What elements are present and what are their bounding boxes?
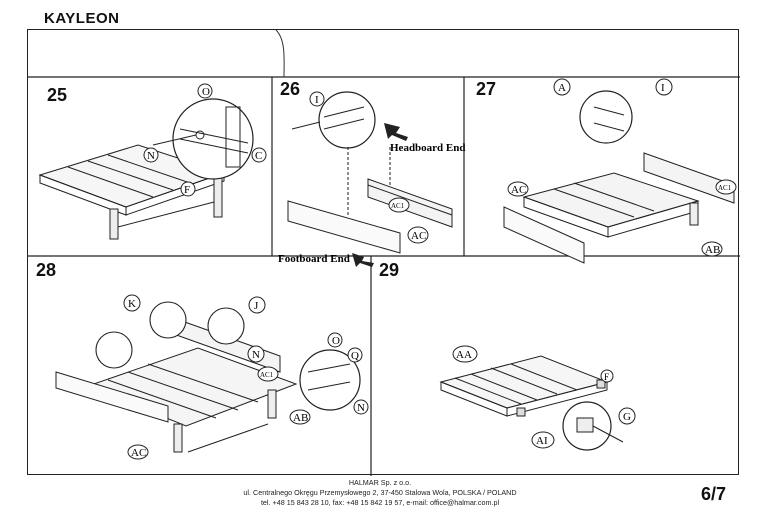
callout-N: N <box>252 349 260 361</box>
step-27-illustration: A I AC AC1 AB <box>503 78 737 264</box>
company-footer: HALMAR Sp. z o.o. ul. Centralnego Okręgu… <box>200 478 560 508</box>
callout-F: F <box>604 372 609 382</box>
callout-G: G <box>623 411 631 423</box>
page-number: 6/7 <box>700 484 726 504</box>
callout-K: K <box>128 298 136 310</box>
callout-AC1: AC1 <box>260 371 274 379</box>
callout-I: I <box>315 94 319 106</box>
callout-O: O <box>332 335 340 347</box>
callout-AA: AA <box>456 349 472 361</box>
callout-I: I <box>661 82 665 94</box>
callout-AB: AB <box>293 412 308 424</box>
instruction-frame: 25 <box>27 29 740 476</box>
callout-AC1: AC1 <box>391 202 405 210</box>
step-number: 28 <box>36 260 57 280</box>
callout-A: A <box>558 82 566 94</box>
step-26-illustration: Headboard End Footboard End I AC1 AC <box>278 91 466 267</box>
callout-Q: Q <box>351 350 359 362</box>
callout-AC: AC <box>131 447 146 459</box>
step-number: 26 <box>280 79 301 99</box>
step-number: 29 <box>379 260 400 280</box>
callout-O: O <box>202 86 210 98</box>
callout-AB: AB <box>705 244 720 256</box>
company-name: HALMAR Sp. z o.o. <box>348 478 412 487</box>
step-26-panel: 26 Headboard End Footboard End I <box>272 77 466 267</box>
callout-AC1: AC1 <box>718 184 732 192</box>
company-address: ul. Centralnego Okręgu Przemysłowego 2, … <box>243 488 517 497</box>
callout-AC: AC <box>411 230 426 242</box>
callout-N: N <box>147 150 155 162</box>
callout-N-2: N <box>357 402 365 414</box>
step-28-illustration: K J N AC1 O Q N AB AC <box>55 294 369 460</box>
callout-F: F <box>184 184 190 196</box>
frame-dividers <box>28 29 740 476</box>
callout-AI: AI <box>536 435 548 447</box>
footboard-end-label: Footboard End <box>278 253 350 265</box>
callout-AC: AC <box>511 184 526 196</box>
headboard-end-label: Headboard End <box>390 142 466 154</box>
step-number: 27 <box>476 79 497 99</box>
callout-J: J <box>254 300 259 312</box>
step-number: 25 <box>47 85 68 105</box>
step-28-panel: 28 K <box>28 256 371 476</box>
step-27-panel: 27 A I AC <box>464 77 740 264</box>
step-25-illustration: O N C F <box>38 83 267 240</box>
company-contact: tel. +48 15 843 28 10, fax: +48 15 842 1… <box>260 498 500 507</box>
step-29-illustration: AA F G AI <box>439 345 636 451</box>
step-29-panel: 29 AA F <box>371 256 740 476</box>
callout-C: C <box>255 150 262 162</box>
step-25-panel: 25 <box>28 77 272 256</box>
product-title: KAYLEON <box>44 10 120 27</box>
